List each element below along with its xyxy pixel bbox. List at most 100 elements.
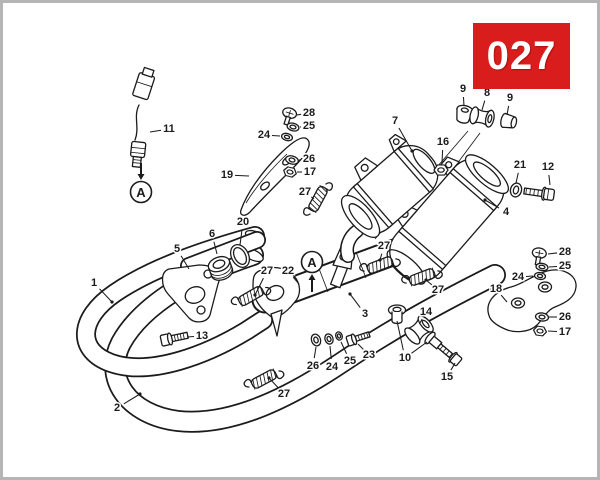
bracket-22 bbox=[252, 266, 301, 337]
part-label-21: 21 bbox=[512, 158, 528, 184]
svg-text:12: 12 bbox=[542, 161, 554, 173]
svg-text:16: 16 bbox=[437, 136, 449, 148]
svg-text:9: 9 bbox=[507, 92, 513, 104]
part-label-17: 17 bbox=[297, 165, 318, 180]
svg-text:26: 26 bbox=[307, 360, 319, 372]
muffler-right bbox=[386, 154, 510, 285]
part-label-25: 25 bbox=[299, 119, 317, 134]
svg-text:25: 25 bbox=[344, 355, 356, 367]
part-label-12: 12 bbox=[540, 160, 556, 186]
part-label-10: 10 bbox=[396, 320, 428, 366]
mount-9-right bbox=[500, 112, 518, 129]
bolt-23 bbox=[345, 331, 371, 347]
view-markers: AA bbox=[129, 163, 324, 292]
part-label-26: 26 bbox=[305, 346, 321, 374]
part-label-1: 1 bbox=[89, 276, 114, 304]
mount-hardware bbox=[387, 304, 463, 367]
svg-text:4: 4 bbox=[503, 206, 510, 218]
part-labels: 1234567899101112131415161717181920212223… bbox=[89, 82, 573, 416]
part-label-17: 17 bbox=[547, 325, 573, 340]
bolt-13 bbox=[159, 331, 189, 347]
part-label-6: 6 bbox=[207, 227, 218, 255]
washer-21 bbox=[509, 182, 523, 198]
bolt-12 bbox=[523, 186, 556, 201]
mount-8-spool bbox=[469, 106, 495, 128]
svg-text:A: A bbox=[136, 185, 146, 200]
svg-text:21: 21 bbox=[514, 159, 526, 171]
svg-text:25: 25 bbox=[559, 260, 571, 272]
part-label-24: 24 bbox=[256, 128, 281, 143]
svg-text:15: 15 bbox=[441, 371, 453, 383]
part-label-28: 28 bbox=[296, 106, 317, 121]
svg-text:27: 27 bbox=[432, 284, 444, 296]
page-code-badge: 027 bbox=[473, 23, 570, 89]
svg-text:17: 17 bbox=[304, 166, 316, 178]
part-label-28: 28 bbox=[547, 245, 573, 260]
svg-text:6: 6 bbox=[209, 228, 215, 240]
part-label-27: 27 bbox=[267, 376, 292, 402]
svg-text:20: 20 bbox=[237, 216, 249, 228]
part-label-2: 2 bbox=[112, 392, 142, 416]
svg-text:7: 7 bbox=[392, 115, 398, 127]
part-label-23: 23 bbox=[357, 343, 377, 363]
view-marker-A: A bbox=[129, 163, 153, 204]
svg-text:26: 26 bbox=[303, 153, 315, 165]
svg-text:25: 25 bbox=[303, 120, 315, 132]
svg-text:5: 5 bbox=[174, 243, 180, 255]
svg-text:11: 11 bbox=[163, 123, 175, 135]
svg-text:9: 9 bbox=[460, 83, 466, 95]
heat-shield-right bbox=[487, 269, 577, 333]
svg-text:13: 13 bbox=[196, 330, 208, 342]
part-label-22: 22 bbox=[280, 264, 300, 285]
part-label-26: 26 bbox=[549, 310, 573, 325]
spool-14 bbox=[404, 315, 434, 345]
muffler-left bbox=[340, 133, 439, 238]
part-label-13: 13 bbox=[186, 329, 210, 344]
svg-text:24: 24 bbox=[326, 361, 339, 373]
svg-text:24: 24 bbox=[258, 129, 271, 141]
part-label-9: 9 bbox=[458, 82, 468, 107]
part-label-27: 27 bbox=[253, 264, 275, 297]
svg-text:27: 27 bbox=[278, 388, 290, 400]
exploded-diagram: AA 1234567899101112131415161717181920212… bbox=[76, 66, 577, 433]
svg-text:28: 28 bbox=[559, 246, 571, 258]
heat-shield-upper bbox=[239, 137, 310, 216]
exhaust-seal bbox=[207, 255, 234, 281]
part-label-18: 18 bbox=[488, 282, 508, 303]
part-label-26: 26 bbox=[298, 152, 317, 167]
svg-text:28: 28 bbox=[303, 107, 315, 119]
part-label-15: 15 bbox=[439, 362, 456, 385]
svg-text:19: 19 bbox=[221, 169, 233, 181]
svg-text:17: 17 bbox=[559, 326, 571, 338]
part-label-7: 7 bbox=[390, 114, 414, 153]
svg-text:22: 22 bbox=[282, 265, 294, 277]
svg-text:24: 24 bbox=[512, 271, 525, 283]
part-label-16: 16 bbox=[435, 135, 451, 164]
small-parts-bottom bbox=[310, 331, 371, 347]
fastener-stack-right bbox=[531, 247, 550, 337]
nut-16 bbox=[433, 164, 449, 176]
svg-text:27: 27 bbox=[261, 265, 273, 277]
svg-text:27: 27 bbox=[378, 240, 390, 252]
part-label-11: 11 bbox=[149, 122, 176, 137]
part-label-4: 4 bbox=[483, 198, 511, 220]
part-label-3: 3 bbox=[348, 292, 370, 322]
part-label-27: 27 bbox=[297, 185, 315, 200]
part-label-27: 27 bbox=[376, 239, 392, 262]
svg-text:2: 2 bbox=[114, 402, 120, 414]
svg-text:14: 14 bbox=[420, 306, 433, 318]
part-label-9: 9 bbox=[505, 91, 515, 116]
flange-group bbox=[161, 244, 251, 323]
fastener-stack-upper bbox=[280, 107, 300, 178]
view-marker-A: A bbox=[300, 250, 324, 292]
part-label-27: 27 bbox=[424, 278, 446, 298]
flange-stub-pipe bbox=[180, 231, 266, 275]
page-code: 027 bbox=[486, 33, 557, 78]
svg-text:26: 26 bbox=[559, 311, 571, 323]
part-label-25: 25 bbox=[340, 341, 358, 369]
part-label-25: 25 bbox=[548, 259, 573, 274]
part-label-19: 19 bbox=[219, 168, 250, 183]
rubber-mounts bbox=[456, 104, 518, 129]
svg-text:A: A bbox=[307, 255, 317, 270]
